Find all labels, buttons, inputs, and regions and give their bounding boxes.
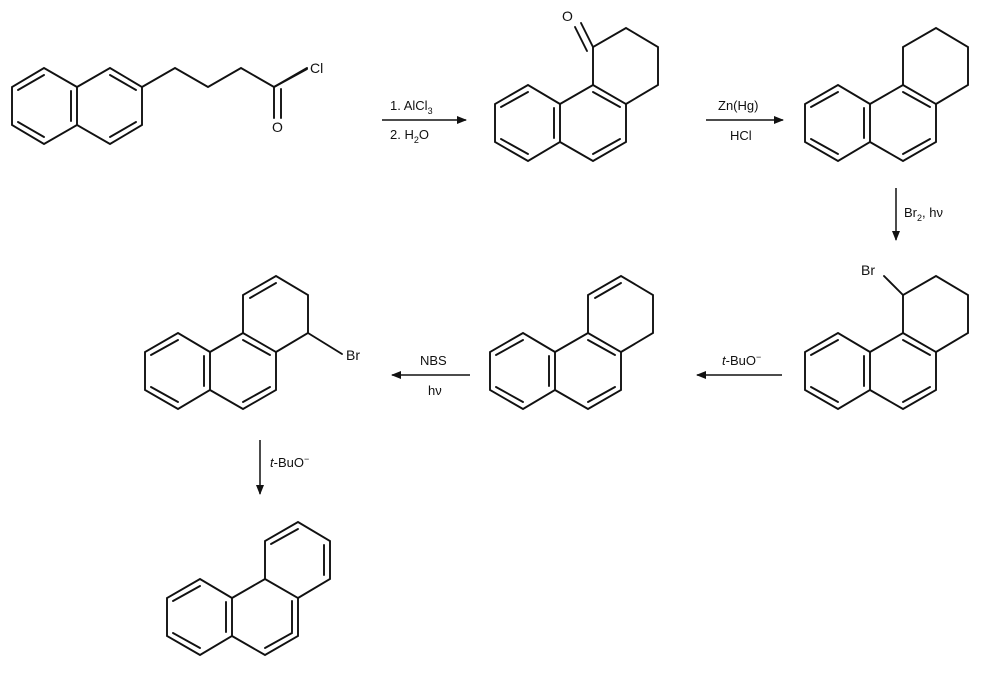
reagent-zn-hg: Zn(Hg): [718, 98, 758, 113]
atom-br-2: Br: [346, 347, 360, 363]
reaction-arrow-step3: Br2, hν: [892, 188, 943, 241]
molecule-bromo-tetrahydrophenanthrene: Br: [804, 262, 969, 411]
atom-o-acyl: O: [272, 119, 283, 135]
reagent-hv: hν: [428, 383, 442, 398]
reagent-alcl3: 1. AlCl3: [390, 98, 433, 116]
molecule-naphthylbutanoyl-chloride: Cl O: [11, 60, 323, 146]
molecule-dihydrophenanthrene: [489, 274, 654, 411]
reaction-arrow-step6: t-BuO−: [256, 440, 309, 495]
atom-cl: Cl: [310, 60, 323, 76]
molecule-bromo-dihydrophenanthrene: Br: [144, 274, 360, 411]
reagent-tbuo-2: t-BuO−: [270, 454, 309, 470]
atom-br-1: Br: [861, 262, 875, 278]
molecule-tetrahydrophenanthrenone: O: [494, 8, 659, 163]
reagent-hcl: HCl: [730, 128, 752, 143]
molecule-tetrahydrophenanthrene: [804, 26, 969, 163]
reaction-arrow-step4: t-BuO−: [696, 352, 782, 379]
reaction-arrow-step1: 1. AlCl3 2. H2O: [382, 98, 467, 145]
reagent-br2-hv: Br2, hν: [904, 205, 943, 223]
molecule-phenanthrene: [166, 520, 331, 657]
reagent-h2o: 2. H2O: [390, 127, 429, 145]
reaction-arrow-step5: NBS hν: [391, 353, 470, 398]
reaction-arrow-step2: Zn(Hg) HCl: [706, 98, 784, 143]
reagent-tbuo-1: t-BuO−: [722, 352, 761, 368]
atom-o-ketone: O: [562, 8, 573, 24]
reagent-nbs: NBS: [420, 353, 447, 368]
